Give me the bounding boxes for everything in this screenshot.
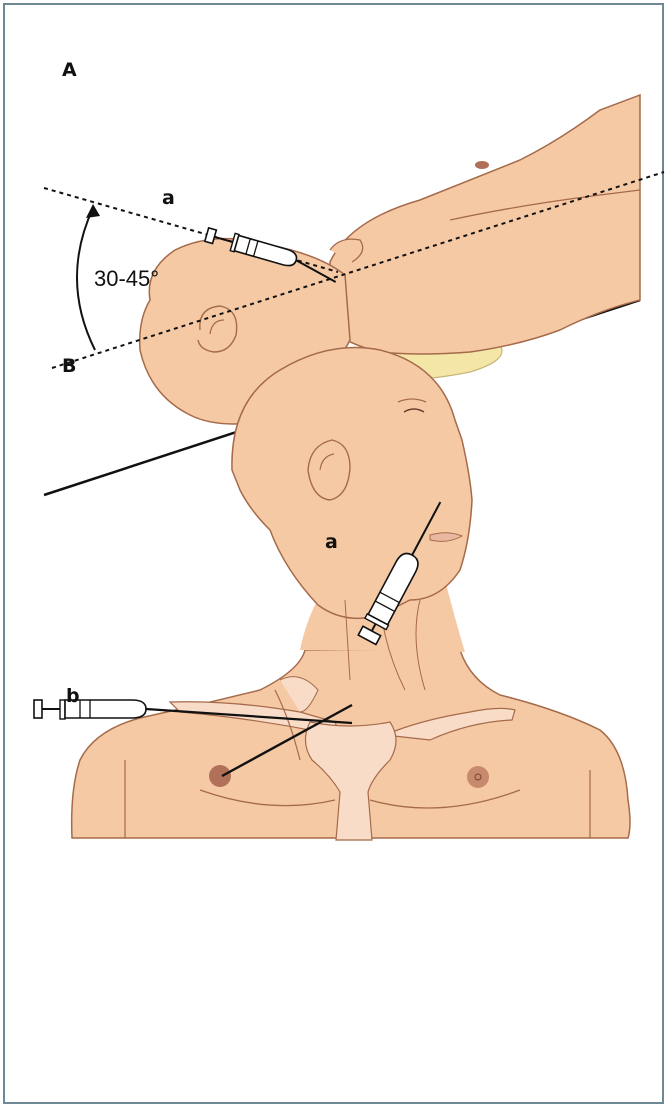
- angle-arrow-icon: [86, 204, 100, 218]
- angle-arc: [77, 208, 95, 350]
- patient-torso: [330, 95, 640, 354]
- needle-b-label: b: [66, 685, 80, 707]
- needle-a-label: a: [325, 531, 338, 553]
- ear-a: [198, 306, 237, 352]
- panel-a-letter: A: [62, 59, 77, 81]
- panel-b: B: [34, 348, 630, 841]
- panel-b-letter: B: [62, 355, 76, 377]
- line-a-label: a: [162, 187, 175, 209]
- patient-head-b: [232, 348, 472, 619]
- nipple-right: [467, 766, 489, 788]
- nipple-left: [209, 765, 231, 787]
- angle-label: 30-45°: [94, 266, 159, 291]
- nipple-a: [475, 161, 489, 169]
